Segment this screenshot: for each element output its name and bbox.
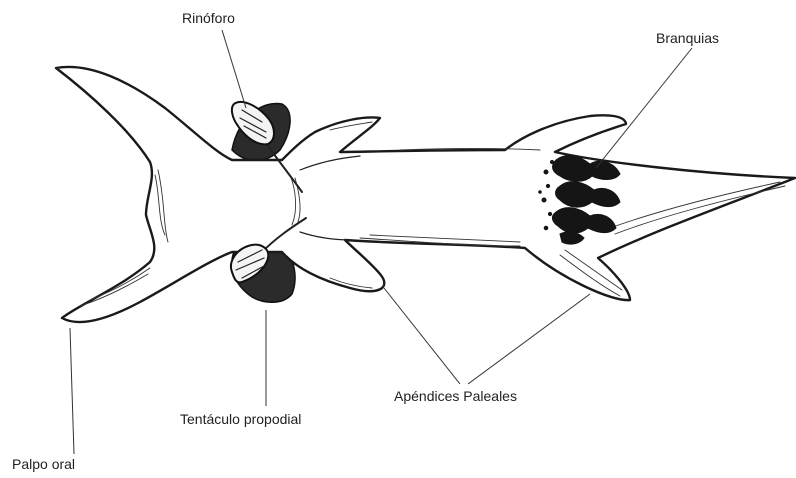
- leader-apendices-left: [384, 288, 460, 384]
- label-rinoforo: Rinóforo: [182, 10, 235, 26]
- body-outline: [56, 67, 795, 322]
- leader-apendices-right: [468, 294, 590, 384]
- leader-palpo: [70, 328, 74, 454]
- label-palpo: Palpo oral: [12, 456, 75, 472]
- leader-branquias: [596, 48, 692, 168]
- label-apendices: Apéndices Paleales: [394, 388, 517, 404]
- label-tentaculo: Tentáculo propodial: [180, 411, 301, 427]
- leader-rinoforo: [222, 30, 246, 108]
- label-branquias: Branquias: [656, 30, 719, 46]
